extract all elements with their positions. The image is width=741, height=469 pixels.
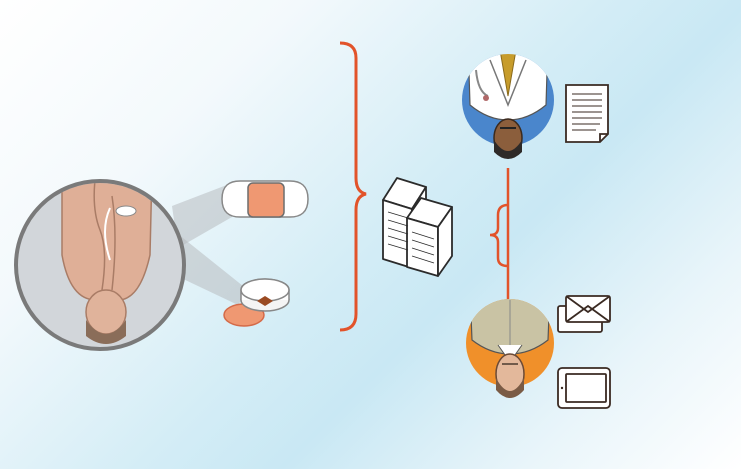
report-document-icon: [565, 84, 609, 143]
patient-avatar-icon: [466, 299, 554, 398]
server-towers-icon: [382, 177, 453, 277]
physician-avatar-icon: [462, 54, 554, 159]
zoom-beam-upper: [172, 183, 232, 248]
magnifier-circle-icon: [14, 179, 186, 351]
data-collection-bracket: [339, 41, 367, 332]
communication-bracket: [489, 203, 509, 268]
skin-sensor-disc-icon: [223, 278, 290, 327]
adhesive-sensor-patch-icon: [221, 180, 309, 218]
envelope-icon: [557, 295, 611, 333]
tablet-device-icon: [557, 367, 611, 409]
